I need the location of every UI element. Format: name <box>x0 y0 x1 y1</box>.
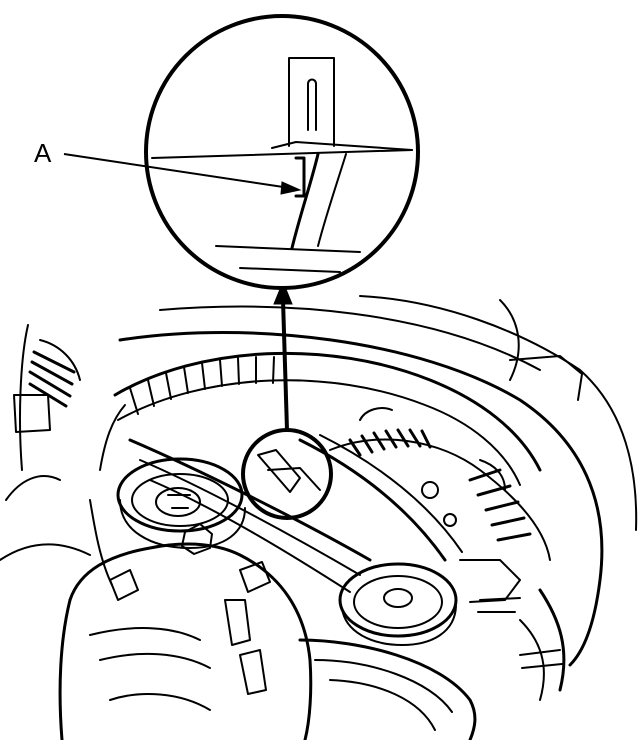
engine-assembly <box>0 295 638 742</box>
callout-leader <box>63 153 302 195</box>
magnified-detail <box>144 14 420 290</box>
magnify-arrow <box>273 280 293 431</box>
callout-label-a: A <box>34 138 52 168</box>
